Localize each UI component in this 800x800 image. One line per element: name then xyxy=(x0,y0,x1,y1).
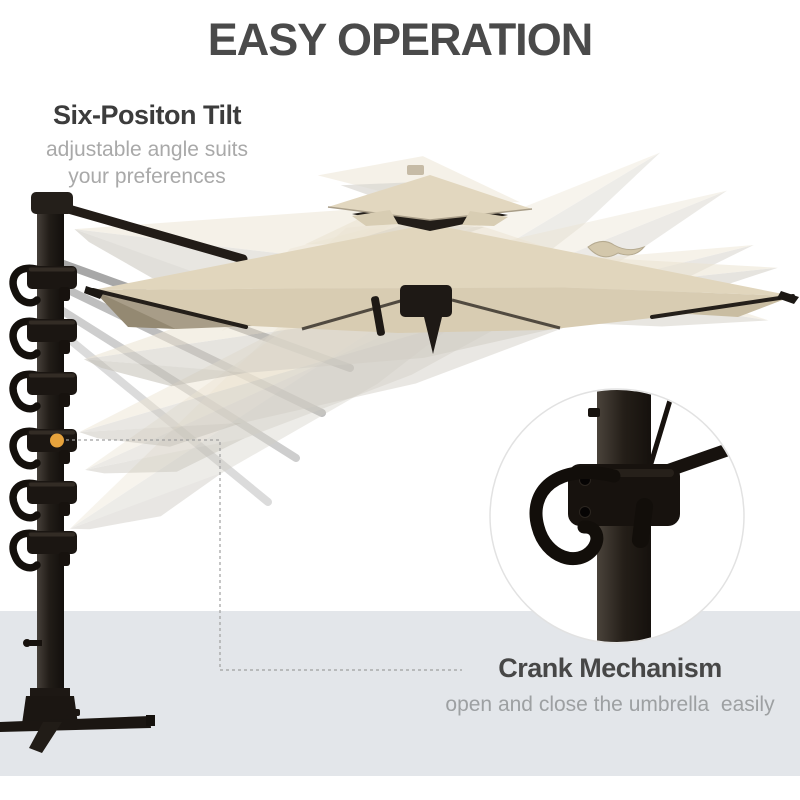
tilt-feature-title: Six-Positon Tilt xyxy=(52,100,242,130)
feature-tilt-callout: Six-Positon Tilt adjustable angle suits … xyxy=(16,100,278,190)
double-top-vent xyxy=(327,165,533,231)
page-title: EASY OPERATION xyxy=(207,14,593,65)
crank-feature-title: Crank Mechanism xyxy=(498,653,722,683)
magnifier-circle-inset xyxy=(489,388,745,644)
dashed-connector-line xyxy=(66,439,462,671)
crank-feature-description: open and close the umbrella easily xyxy=(445,693,775,716)
floor-band xyxy=(0,611,800,776)
canopy-hub xyxy=(371,285,452,354)
tilt-position-marker-dot xyxy=(50,433,64,448)
tilt-description-line-1: adjustable angle suits xyxy=(46,138,248,161)
umbrella-base xyxy=(0,688,155,753)
crank-mechanism-detail xyxy=(529,464,680,565)
feature-crank-callout: Crank Mechanism open and close the umbre… xyxy=(428,653,792,718)
tilt-description-line-2: your preferences xyxy=(68,165,226,188)
tilt-feature-description: adjustable angle suits your preferences xyxy=(16,136,278,190)
canopy-tie-ribbon xyxy=(587,241,646,258)
umbrella-canopy xyxy=(84,165,799,354)
